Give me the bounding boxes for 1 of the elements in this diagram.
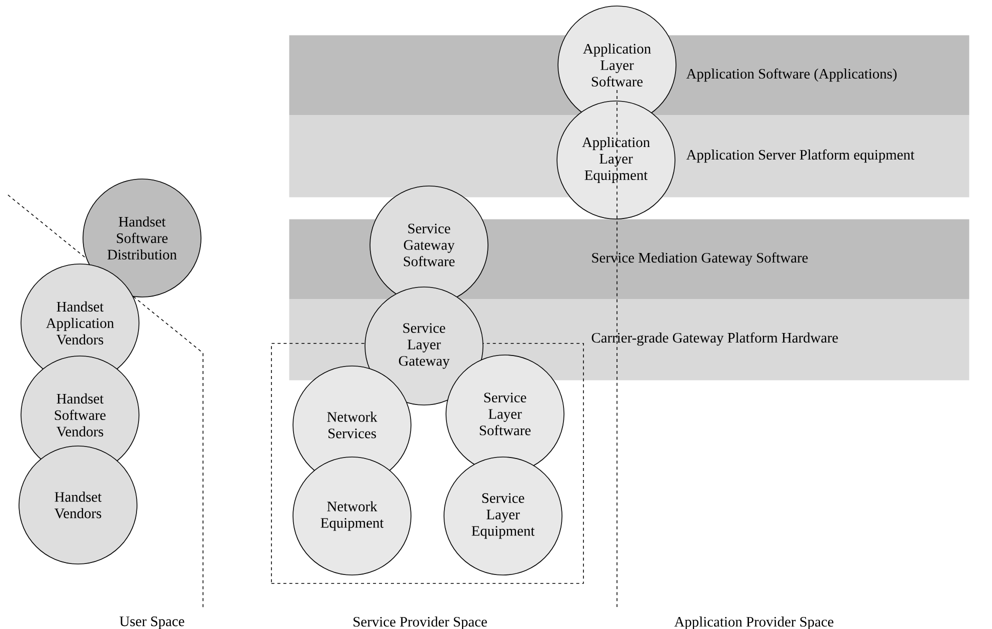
space-label: User Space [120,616,184,629]
